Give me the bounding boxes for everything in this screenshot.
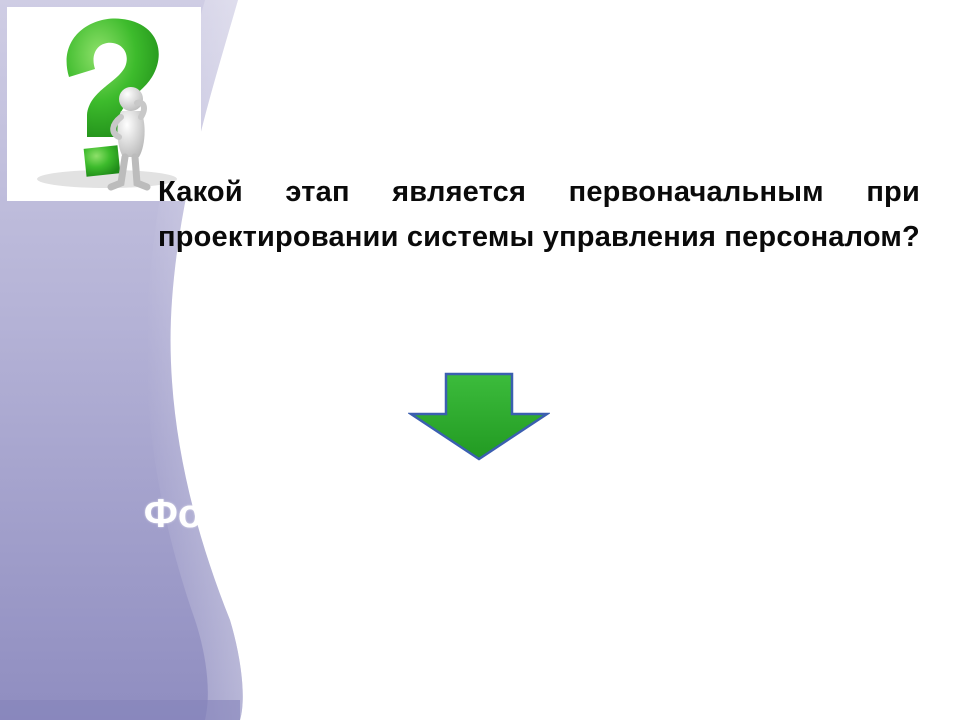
arrow-down-icon [408, 372, 550, 461]
question-figure-image [7, 7, 201, 201]
question-text: Какой этап является первоначальным при п… [158, 176, 920, 253]
answer-text: Формирование целей системы УП [143, 492, 827, 536]
question-mark-figure-icon [37, 18, 177, 191]
